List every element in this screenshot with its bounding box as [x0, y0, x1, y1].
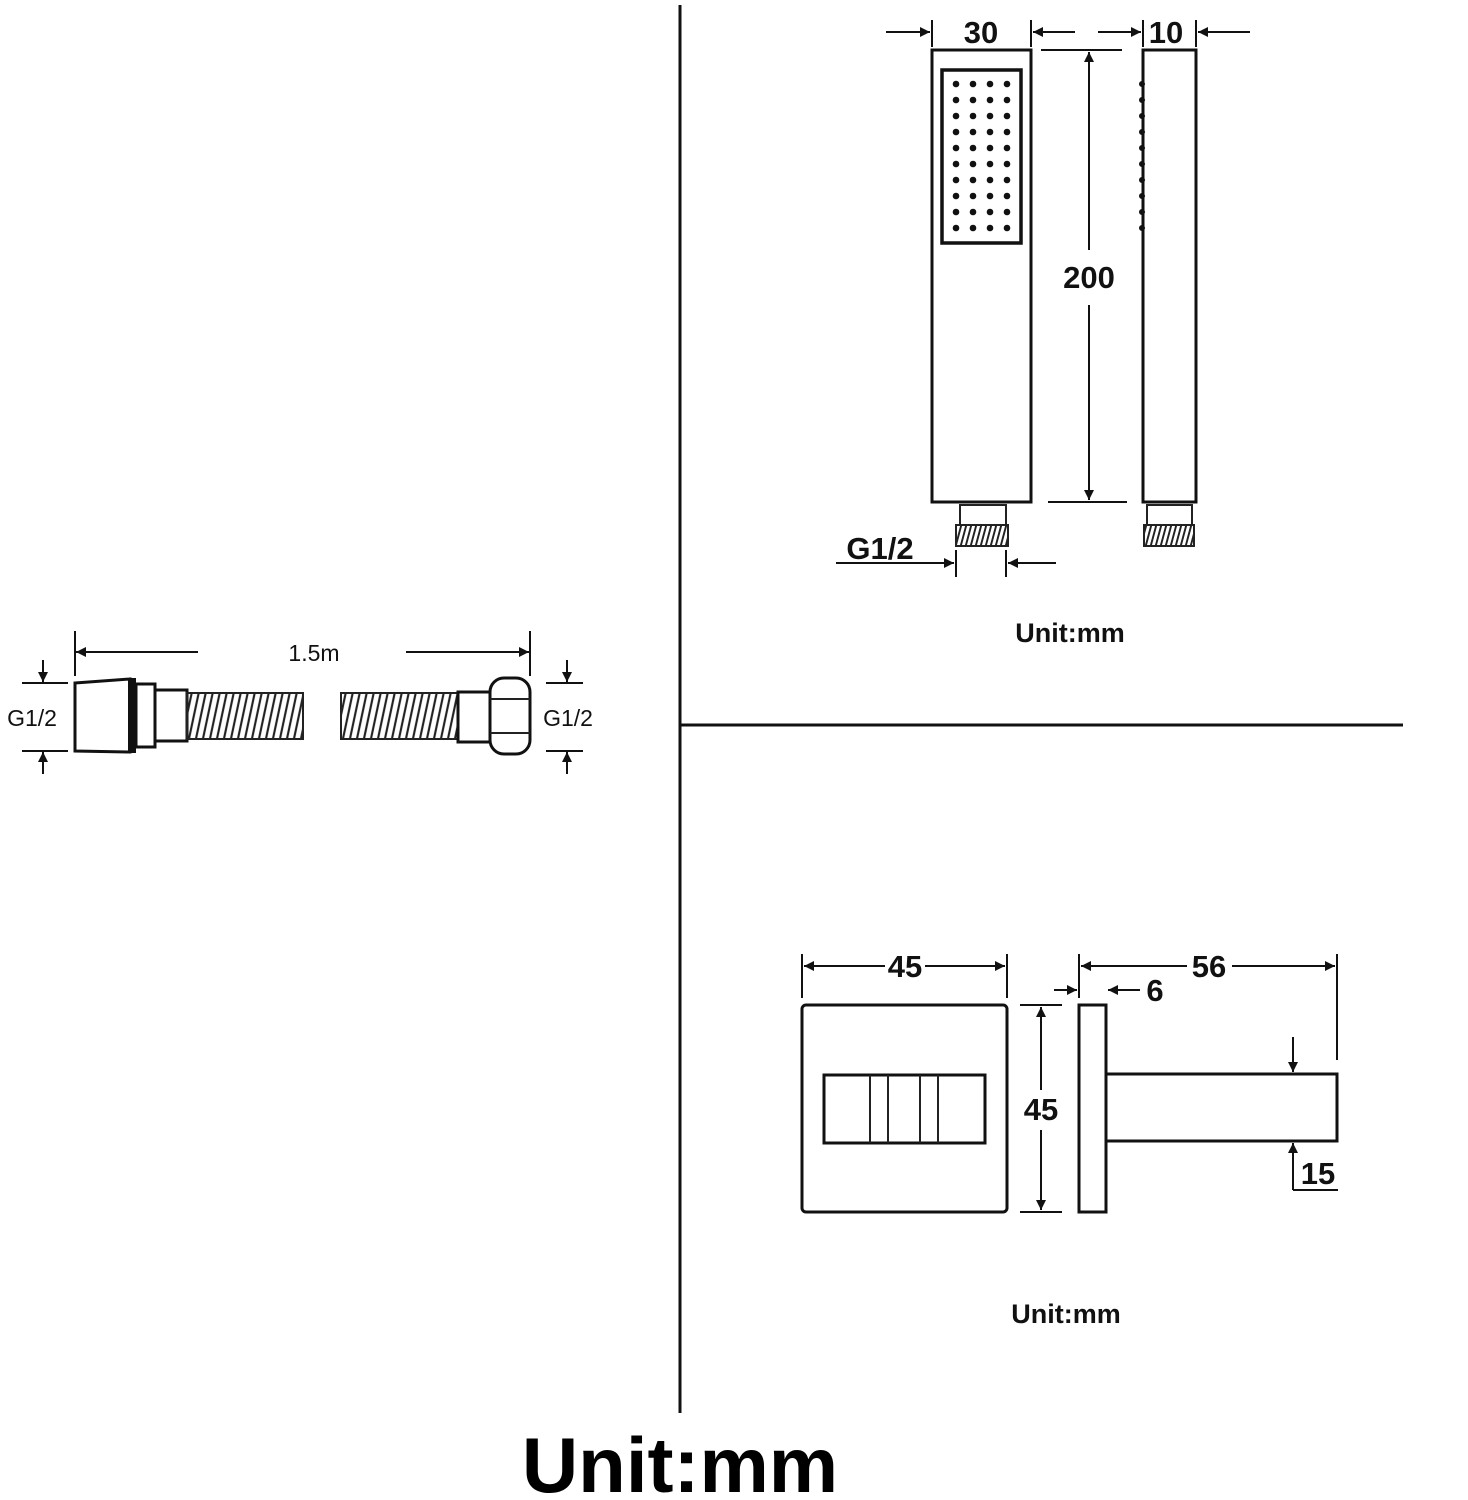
nozzle-dot: [969, 160, 977, 168]
hose-drawing: [22, 631, 583, 774]
nozzle-dot: [952, 112, 960, 120]
nozzle-dot: [1003, 160, 1011, 168]
shower-width-label: 30: [964, 15, 998, 50]
bracket-plate-width-label: 45: [888, 949, 922, 984]
bracket-unit-label: Unit:mm: [1011, 1299, 1121, 1329]
nozzle-dot: [969, 80, 977, 88]
hand-shower-drawing: [836, 20, 1250, 577]
nozzle-dot: [986, 80, 994, 88]
nozzle-dot: [969, 112, 977, 120]
hose-length-label: 1.5m: [288, 640, 339, 666]
nozzle-dot: [986, 208, 994, 216]
nozzle-dot: [952, 128, 960, 136]
nozzle-dot: [1003, 208, 1011, 216]
nozzle-dot: [969, 224, 977, 232]
nozzle-dot: [952, 224, 960, 232]
side-nozzle-dot: [1139, 97, 1145, 103]
side-nozzle-dot: [1139, 81, 1145, 87]
bracket-arm-height-label: 15: [1301, 1156, 1335, 1191]
nozzle-dot: [986, 192, 994, 200]
hose-right-thread-label: G1/2: [543, 705, 593, 731]
nozzle-dot: [986, 128, 994, 136]
nozzle-dot: [1003, 176, 1011, 184]
nozzle-dot: [969, 128, 977, 136]
nozzle-dot: [986, 144, 994, 152]
footer-unit-label: Unit:mm: [522, 1421, 838, 1500]
nozzle-dot: [952, 80, 960, 88]
nozzle-dot: [969, 176, 977, 184]
nozzle-dot: [1003, 80, 1011, 88]
nozzle-dot: [969, 96, 977, 104]
nozzle-dot: [1003, 192, 1011, 200]
side-nozzle-dot: [1139, 225, 1145, 231]
bracket-plate-height-label: 45: [1024, 1092, 1058, 1127]
nozzle-dot: [969, 144, 977, 152]
nozzle-dot: [1003, 112, 1011, 120]
nozzle-dot: [1003, 96, 1011, 104]
nozzle-dot: [1003, 144, 1011, 152]
nozzle-dot: [969, 208, 977, 216]
shower-height-label: 200: [1063, 260, 1115, 295]
side-nozzle-row: [1139, 81, 1145, 231]
wall-bracket-drawing: [800, 954, 1339, 1214]
hose-left-thread-label: G1/2: [7, 705, 57, 731]
bracket-projection-label: 56: [1192, 949, 1226, 984]
bracket-thickness-label: 6: [1146, 973, 1163, 1008]
nozzle-grid: [952, 80, 1011, 232]
nozzle-dot: [986, 96, 994, 104]
side-nozzle-dot: [1139, 209, 1145, 215]
nozzle-dot: [1003, 128, 1011, 136]
nozzle-dot: [1003, 224, 1011, 232]
nozzle-dot: [952, 192, 960, 200]
nozzle-dot: [952, 144, 960, 152]
nozzle-dot: [969, 192, 977, 200]
nozzle-dot: [952, 176, 960, 184]
shower-thread-label: G1/2: [846, 531, 913, 566]
nozzle-dot: [986, 224, 994, 232]
nozzle-dot: [952, 96, 960, 104]
side-nozzle-dot: [1139, 177, 1145, 183]
nozzle-dot: [986, 112, 994, 120]
nozzle-dot: [986, 176, 994, 184]
shower-depth-label: 10: [1149, 15, 1183, 50]
nozzle-dot: [952, 208, 960, 216]
shower-unit-label: Unit:mm: [1015, 618, 1125, 648]
side-nozzle-dot: [1139, 113, 1145, 119]
nozzle-dot: [952, 160, 960, 168]
side-nozzle-dot: [1139, 193, 1145, 199]
side-nozzle-dot: [1139, 145, 1145, 151]
nozzle-dot: [986, 160, 994, 168]
side-nozzle-dot: [1139, 161, 1145, 167]
side-nozzle-dot: [1139, 129, 1145, 135]
